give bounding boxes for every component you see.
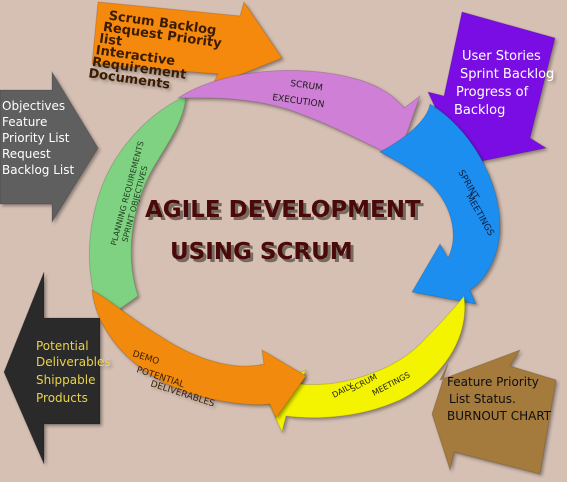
- title-line-1: AGILE DEVELOPMENT: [145, 197, 421, 223]
- objectives-line-5: Backlog List: [2, 163, 75, 177]
- title-line-1-shadow: AGILE DEVELOPMENT: [148, 200, 424, 226]
- feature-priority-line-3: BURNOUT CHART: [447, 409, 552, 423]
- sprint-meetings-segment: SPRINT MEETINGS: [378, 103, 501, 305]
- daily-scrum-meetings-segment: DAILY SCRUM MEETINGS: [261, 294, 466, 434]
- feature-priority-line-1: Feature Priority: [447, 375, 539, 389]
- scrum-backlog-arrow-shape: [91, 0, 283, 87]
- potential-deliverables-arrow: Potential Deliverables Shippable Product…: [3, 271, 111, 465]
- feature-priority-line-2: List Status.: [449, 392, 516, 406]
- user-stories-line-4: Backlog: [454, 103, 505, 118]
- objectives-arrow-shape: [0, 70, 99, 224]
- user-stories-line-3: Progress of: [456, 85, 529, 100]
- feature-priority-arrow: Feature Priority List Status. BURNOUT CH…: [431, 349, 557, 475]
- potential-deliverables-line-2: Deliverables: [36, 355, 111, 369]
- title-line-2: USING SCRUM: [170, 239, 353, 265]
- title-line-2-shadow: USING SCRUM: [173, 242, 356, 268]
- scrum-backlog-arrow: Scrum Backlog Request Priority list Inte…: [87, 0, 283, 93]
- user-stories-arrow-shape: [427, 11, 556, 166]
- center-title: AGILE DEVELOPMENT AGILE DEVELOPMENT USIN…: [145, 197, 424, 268]
- objectives-line-1: Objectives: [2, 99, 65, 113]
- demo-potential-deliverables-segment: DEMO POTENTIAL DELIVERABLES: [91, 289, 307, 420]
- objectives-line-3: Priority List: [2, 131, 70, 145]
- user-stories-line-1: User Stories: [462, 49, 541, 64]
- sprint-meetings-shape: [378, 103, 501, 305]
- objectives-arrow: Objectives Feature Priority List Request…: [0, 70, 99, 224]
- objectives-line-2: Feature: [2, 115, 47, 129]
- scrum-execution-shape: [176, 69, 422, 159]
- potential-deliverables-arrow-shape: [3, 271, 101, 465]
- feature-priority-arrow-shape: [431, 349, 557, 475]
- demo-potential-deliverables-shape: [91, 289, 307, 420]
- scrum-execution-segment: SCRUM EXECUTION: [176, 69, 422, 159]
- user-stories-arrow: User Stories Sprint Backlog Progress of …: [427, 11, 556, 166]
- objectives-line-4: Request: [2, 147, 51, 161]
- scrum-backlog-line-3: list: [98, 32, 123, 50]
- daily-scrum-meetings-shape: [261, 294, 466, 434]
- user-stories-line-2: Sprint Backlog: [460, 67, 554, 82]
- scrum-execution-line-1: SCRUM: [290, 79, 324, 93]
- potential-deliverables-line-4: Products: [36, 391, 88, 405]
- potential-deliverables-line-1: Potential: [36, 339, 89, 353]
- potential-deliverables-line-3: Shippable: [36, 373, 95, 387]
